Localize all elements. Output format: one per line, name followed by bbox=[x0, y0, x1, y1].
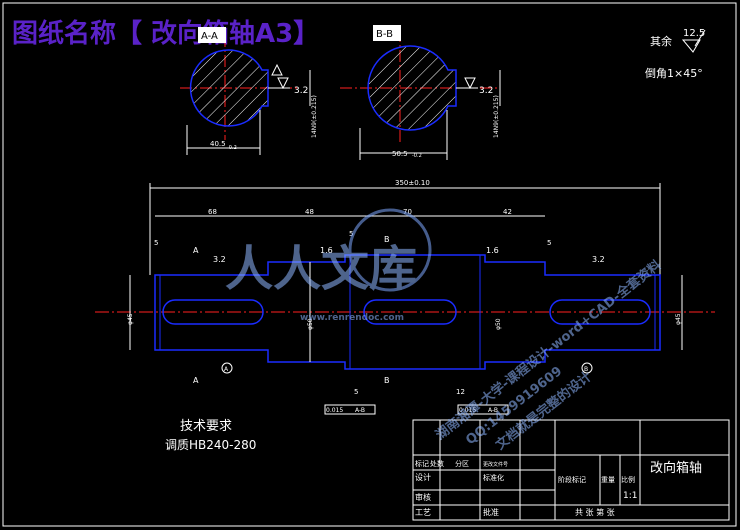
tech-requirements-heading: 技术要求 bbox=[180, 419, 232, 434]
keyway-middle bbox=[363, 299, 457, 325]
datum-a-label: A bbox=[224, 366, 229, 373]
section-b-tag bbox=[373, 25, 401, 41]
tolerance-2-ref: A-B bbox=[488, 407, 498, 414]
dim-dia-right: φ45 bbox=[675, 313, 682, 325]
label-design: 设计 bbox=[415, 472, 431, 482]
section-b-width-tol: -0.2 bbox=[412, 153, 422, 159]
dim-seg-2: 48 bbox=[305, 208, 314, 216]
view-marker-a-top: A bbox=[193, 246, 199, 255]
part-name: 改向箱轴 bbox=[650, 460, 702, 476]
watermark: 人人文库 www.renrendoc.com 湖南湘潭-大学-课程设计-word… bbox=[225, 208, 665, 453]
section-b-label: B-B bbox=[376, 29, 393, 40]
tolerance-1-ref: A-B bbox=[355, 407, 365, 414]
title-block: 改向箱轴 标记 处数 分区 更改文件号 设计 标准化 审核 工艺 批准 阶段标记… bbox=[412, 419, 730, 521]
dim-seg-3: 70 bbox=[403, 208, 412, 216]
roughness-note-value: 12.5 bbox=[683, 28, 705, 39]
keyway-right bbox=[549, 299, 651, 325]
label-review: 审核 bbox=[415, 492, 431, 502]
view-marker-b-bottom: B bbox=[384, 376, 390, 385]
section-b-key-dim: 14N9(±0.215) bbox=[493, 95, 500, 138]
dim-total-length: 350±0.10 bbox=[395, 179, 430, 187]
shaft-main-view: 350±0.10 68 48 70 42 5 5 5 5 12 φ45 φ50 … bbox=[95, 179, 715, 415]
section-b-b: B-B 3.2 50.5 -0.2 14N9(±0.215) bbox=[340, 25, 501, 160]
dim-step-mid-top: 5 bbox=[349, 230, 353, 238]
tech-requirements-line1: 调质HB240-280 bbox=[165, 438, 256, 452]
shaft-outline bbox=[154, 254, 661, 370]
datum-b-icon bbox=[581, 362, 593, 374]
row-label-change-doc: 更改文件号 bbox=[483, 461, 508, 468]
datum-b-label: B bbox=[584, 366, 588, 373]
section-a-width: 40.5 bbox=[210, 140, 226, 148]
roughness-icon bbox=[271, 63, 283, 76]
scale-value: 1:1 bbox=[623, 491, 637, 501]
shaft-roughness-2: 1.6 bbox=[320, 246, 333, 255]
section-a-roughness: 3.2 bbox=[294, 86, 308, 96]
keyway-left bbox=[162, 299, 264, 325]
view-marker-a-bottom: A bbox=[193, 376, 199, 385]
title-banner: 图纸名称【 改向箱轴A3】 bbox=[12, 18, 319, 49]
section-a-width-tol: -0.2 bbox=[227, 145, 237, 151]
shaft-roughness-3: 1.6 bbox=[486, 246, 499, 255]
watermark-logo-icon bbox=[348, 208, 432, 292]
roughness-symbol-icon bbox=[681, 29, 706, 53]
shaft-roughness-4: 3.2 bbox=[592, 255, 605, 264]
roughness-note-label: 其余 bbox=[650, 34, 672, 48]
tolerance-frame-1 bbox=[324, 404, 376, 415]
section-a-tag bbox=[198, 27, 226, 43]
section-a-label: A-A bbox=[201, 31, 218, 42]
tolerance-frame-2 bbox=[457, 404, 509, 415]
row-label-zone: 分区 bbox=[455, 459, 469, 468]
shaft-roughness-1: 3.2 bbox=[213, 255, 226, 264]
label-standardize: 标准化 bbox=[483, 473, 504, 482]
dim-keyway: 12 bbox=[456, 388, 465, 396]
dim-seg-4: 42 bbox=[503, 208, 512, 216]
watermark-url: www.renrendoc.com bbox=[300, 313, 404, 323]
dim-seg-1: 68 bbox=[208, 208, 217, 216]
section-a-profile bbox=[189, 49, 269, 127]
section-a-key-dim: 14N9(±0.215) bbox=[311, 95, 318, 138]
chamfer-note: 倒角1×45° bbox=[645, 67, 703, 80]
datum-a-icon bbox=[221, 362, 233, 374]
label-weight: 重量 bbox=[601, 476, 615, 484]
section-a-a: A-A 3.2 40.5 -0.2 14N9(±0.215) bbox=[180, 27, 318, 155]
dim-dia-mid-2: φ50 bbox=[495, 318, 502, 330]
tolerance-1-value: 0.015 bbox=[326, 407, 343, 414]
dim-step-mid-bottom: 5 bbox=[354, 388, 358, 396]
section-b-width: 50.5 bbox=[392, 150, 408, 158]
row-label-count: 处数 bbox=[430, 459, 444, 468]
section-b-profile bbox=[367, 45, 457, 131]
dim-step-left: 5 bbox=[154, 239, 158, 247]
label-approve: 批准 bbox=[483, 507, 499, 517]
section-b-roughness: 3.2 bbox=[479, 86, 493, 96]
dim-step-right: 5 bbox=[547, 239, 551, 247]
sheet-count: 共 张 第 张 bbox=[575, 507, 615, 517]
view-marker-b-top: B bbox=[384, 235, 390, 244]
label-scale: 比例 bbox=[621, 475, 635, 484]
label-process: 工艺 bbox=[415, 508, 431, 517]
tolerance-2-value: 0.015 bbox=[459, 407, 476, 414]
row-label-mark: 标记 bbox=[415, 459, 429, 468]
label-stage-mark: 阶段标记 bbox=[558, 475, 586, 484]
watermark-logo-text: 人人文库 bbox=[225, 241, 417, 297]
